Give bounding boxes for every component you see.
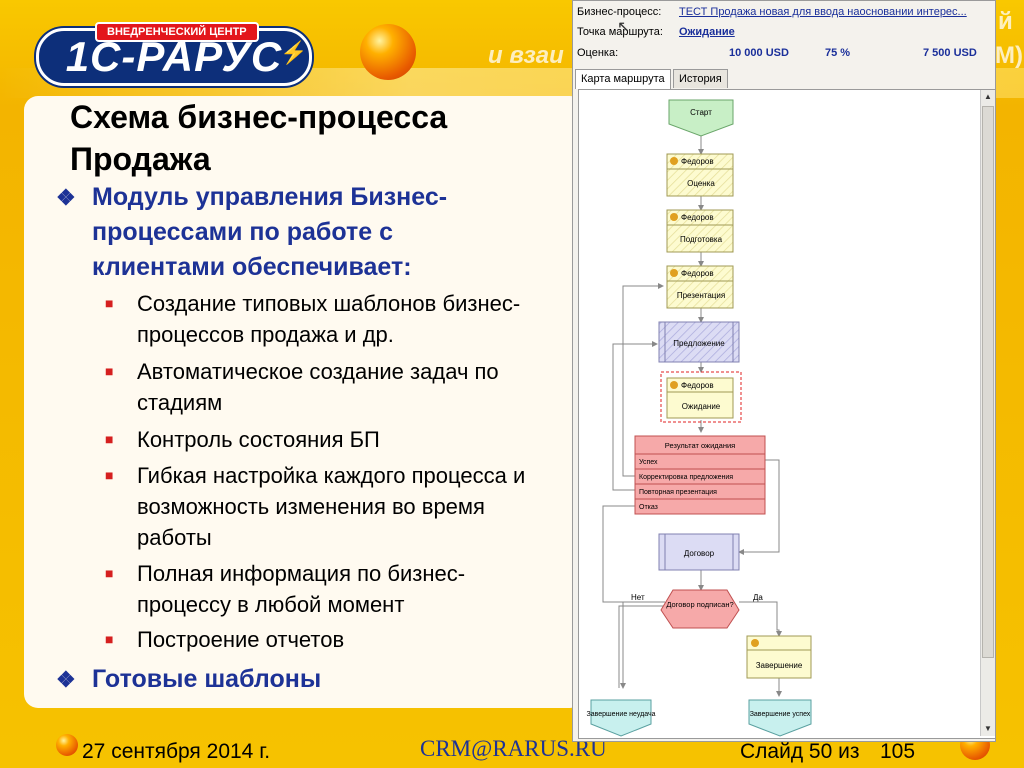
- flow-step-finish[interactable]: Завершение: [756, 661, 803, 670]
- estimate-label: Оценка:: [577, 47, 619, 59]
- bullet-reports: ■ Построение отчетов: [105, 624, 545, 655]
- square-bullet-icon: ■: [105, 295, 114, 311]
- user-icon: [670, 157, 678, 165]
- flow-step-estimate[interactable]: Оценка: [687, 179, 715, 188]
- square-bullet-icon: ■: [105, 565, 114, 581]
- scroll-up-icon[interactable]: ▲: [984, 92, 992, 101]
- background-text: и взаи: [488, 42, 564, 69]
- flow-decision[interactable]: Договор подписан?: [666, 600, 733, 609]
- app-window: Бизнес-процесс: ТЕСТ Продажа новая для в…: [572, 0, 996, 742]
- square-bullet-icon: ■: [105, 431, 114, 447]
- flow-result-option[interactable]: Успех: [639, 459, 658, 466]
- bullet-flexible: ■ Гибкая настройка каждого процесса и во…: [105, 460, 545, 553]
- footer-slide-total: 105: [880, 740, 916, 763]
- bullet-control: ■ Контроль состояния БП: [105, 424, 545, 455]
- logo-swoosh-icon: ⚡: [280, 40, 308, 65]
- bullet-module: ❖ Модуль управления Бизнес-процессами по…: [56, 180, 526, 285]
- footer-ball-icon: [56, 734, 78, 756]
- content-panel: [24, 96, 584, 708]
- background-text-right-top: й: [998, 8, 1013, 35]
- tab-history[interactable]: История: [673, 69, 728, 88]
- scrollbar-thumb[interactable]: [982, 106, 994, 658]
- flow-end-success[interactable]: Завершение успех: [750, 711, 811, 718]
- route-map-canvas: ▲ ▼: [578, 89, 996, 739]
- flow-result-option[interactable]: Повторная презентация: [639, 489, 717, 496]
- flow-step-presentation[interactable]: Презентация: [677, 291, 725, 300]
- scroll-down-icon[interactable]: ▼: [984, 724, 992, 733]
- square-bullet-icon: ■: [105, 363, 114, 379]
- flowchart: Старт Федоров Оценка Федоров Подготовка …: [587, 99, 812, 737]
- flow-step-proposal[interactable]: Предложение: [673, 339, 725, 348]
- mouse-cursor-icon: ↖: [617, 19, 631, 36]
- flow-user: Федоров: [681, 269, 714, 278]
- flow-step-contract[interactable]: Договор: [684, 549, 715, 558]
- slide-title: Схема бизнес-процесса Продажа: [70, 99, 448, 177]
- user-icon: [670, 213, 678, 221]
- process-label: Бизнес-процесс:: [577, 6, 662, 18]
- background-text-right-mid: М): [995, 42, 1023, 69]
- flow-step-prepare[interactable]: Подготовка: [680, 235, 723, 244]
- flow-start[interactable]: Старт: [690, 108, 712, 117]
- estimate-amount: 10 000 USD: [729, 47, 789, 59]
- flow-result-option[interactable]: Корректировка предложения: [639, 474, 733, 481]
- logo-tag: ВНЕДРЕНЧЕСКИЙ ЦЕНТР: [95, 22, 259, 42]
- decorative-ball-icon: [360, 24, 416, 80]
- bullet-ready-templates: ❖ Готовые шаблоны: [56, 662, 526, 697]
- square-bullet-icon: ■: [105, 631, 114, 647]
- bullet-auto-tasks: ■ Автоматическое создание задач по стади…: [105, 356, 545, 418]
- estimate-percent: 75 %: [825, 47, 851, 59]
- diamond-bullet-icon: ❖: [56, 667, 76, 692]
- footer-slide-label: Слайд 50 из: [740, 740, 860, 763]
- bullet-full-info: ■ Полная информация по бизнес-процессу в…: [105, 558, 545, 620]
- user-icon: [670, 381, 678, 389]
- tab-bar: Карта маршрута История: [573, 69, 995, 89]
- flow-step-waiting[interactable]: Ожидание: [682, 402, 721, 411]
- process-link[interactable]: ТЕСТ Продажа новая для ввода наосновании…: [679, 6, 967, 18]
- tab-route-map[interactable]: Карта маршрута: [575, 69, 671, 89]
- flow-user: Федоров: [681, 157, 714, 166]
- footer-date: 27 сентября 2014 г.: [82, 740, 271, 763]
- flow-end-fail[interactable]: Завершение неудача: [587, 711, 656, 718]
- route-point-label: Точка маршрута:: [577, 26, 663, 38]
- flow-user: Федоров: [681, 213, 714, 222]
- estimate-result: 7 500 USD: [923, 47, 977, 59]
- user-icon: [751, 639, 759, 647]
- square-bullet-icon: ■: [105, 467, 114, 483]
- bullet-templates: ■ Создание типовых шаблонов бизнес-проце…: [105, 288, 545, 350]
- flow-result-option[interactable]: Отказ: [639, 504, 658, 511]
- vertical-scrollbar[interactable]: ▲ ▼: [980, 90, 995, 736]
- route-point-link[interactable]: Ожидание: [679, 26, 735, 38]
- flow-user: Федоров: [681, 381, 714, 390]
- diamond-bullet-icon: ❖: [56, 185, 76, 210]
- user-icon: [670, 269, 678, 277]
- flow-yes-label: Да: [753, 593, 763, 602]
- flow-no-label: Нет: [631, 593, 645, 602]
- flow-result-title: Результат ожидания: [665, 441, 735, 450]
